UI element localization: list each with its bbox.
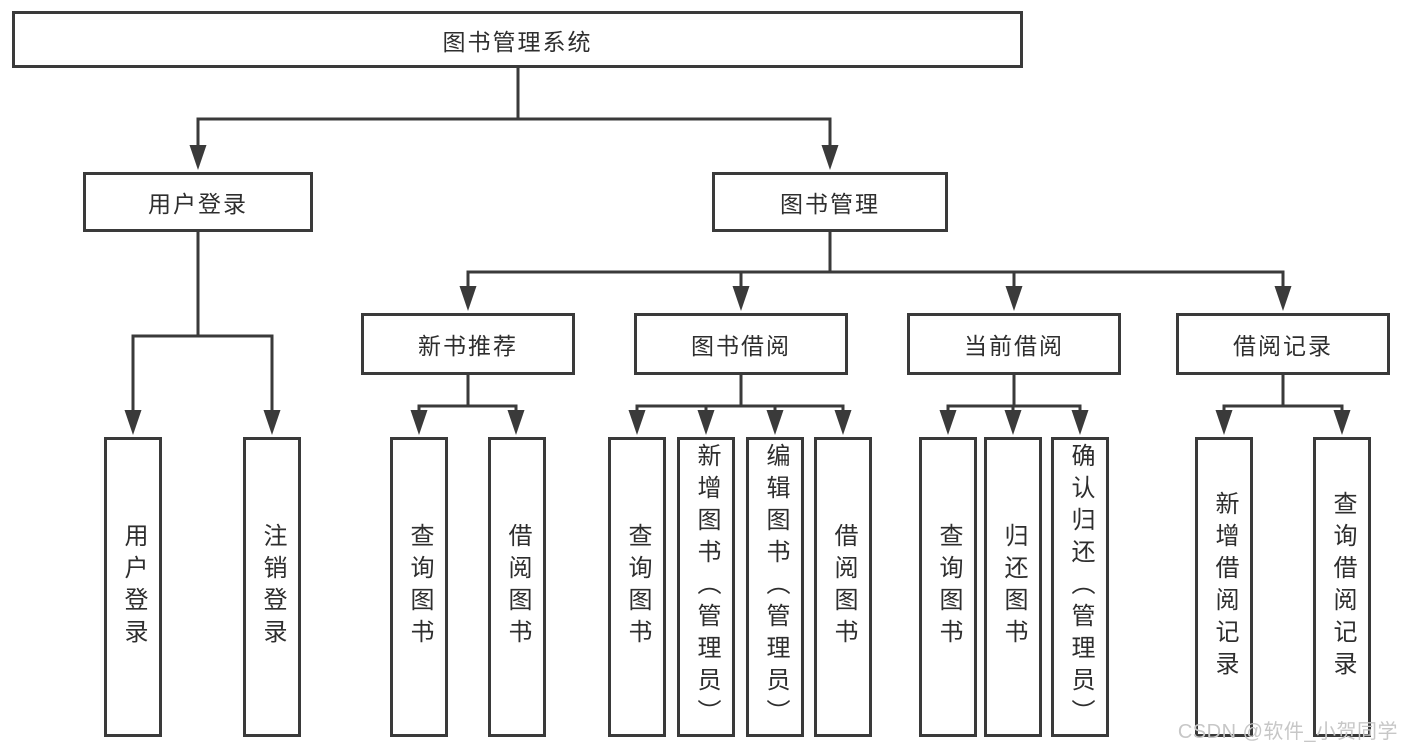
leaf-add-borrow-record-label: 新增借阅记录 (1211, 491, 1238, 683)
node-book-management: 图书管理 (712, 172, 948, 232)
leaf-query-books-current-label: 查询图书 (935, 523, 962, 651)
leaf-return-books-label: 归还图书 (1000, 523, 1027, 651)
leaf-borrow-books-label: 借阅图书 (830, 523, 857, 651)
connector-new-book-split (410, 375, 525, 435)
leaf-query-borrow-record: 查询借阅记录 (1313, 437, 1371, 737)
leaf-borrow-books-recommend-label: 借阅图书 (504, 523, 531, 651)
leaf-borrow-books-recommend: 借阅图书 (488, 437, 546, 737)
node-user-login: 用户登录 (83, 172, 313, 232)
node-new-book-recommend-label: 新书推荐 (418, 333, 518, 359)
leaf-query-books-borrow-label: 查询图书 (624, 523, 651, 651)
leaf-borrow-books: 借阅图书 (814, 437, 872, 737)
leaf-confirm-return-admin: 确认归还（管理员） (1051, 437, 1109, 737)
leaf-confirm-return-admin-label: 确认归还（管理员） (1067, 443, 1094, 731)
leaf-edit-books-admin-label: 编辑图书（管理员） (762, 443, 789, 731)
connector-borrow-record-split (1215, 375, 1351, 435)
connector-root-split (189, 68, 839, 170)
node-book-management-label: 图书管理 (780, 191, 880, 217)
connector-user-login-split (124, 232, 281, 435)
leaf-edit-books-admin: 编辑图书（管理员） (746, 437, 804, 737)
leaf-add-books-admin: 新增图书（管理员） (677, 437, 735, 737)
node-user-login-label: 用户登录 (148, 191, 248, 217)
leaf-query-books-recommend-label: 查询图书 (406, 523, 433, 651)
connector-book-management-split (459, 232, 1292, 311)
node-borrow-record-label: 借阅记录 (1233, 333, 1333, 359)
node-book-borrow: 图书借阅 (634, 313, 848, 375)
node-root: 图书管理系统 (12, 11, 1023, 68)
leaf-logout: 注销登录 (243, 437, 301, 737)
watermark-text: CSDN @软件_小贺同学 (1177, 721, 1398, 743)
node-book-borrow-label: 图书借阅 (691, 333, 791, 359)
node-root-label: 图书管理系统 (442, 28, 593, 55)
leaf-query-books-current: 查询图书 (919, 437, 977, 737)
node-new-book-recommend: 新书推荐 (361, 313, 575, 375)
leaf-user-login-label: 用户登录 (120, 523, 147, 651)
node-current-borrow-label: 当前借阅 (964, 333, 1064, 359)
node-borrow-record: 借阅记录 (1176, 313, 1390, 375)
connector-current-borrow-split (939, 375, 1089, 435)
leaf-add-borrow-record: 新增借阅记录 (1195, 437, 1253, 737)
leaf-add-books-admin-label: 新增图书（管理员） (693, 443, 720, 731)
leaf-query-borrow-record-label: 查询借阅记录 (1329, 491, 1356, 683)
leaf-return-books: 归还图书 (984, 437, 1042, 737)
connector-book-borrow-split (628, 375, 852, 435)
leaf-user-login: 用户登录 (104, 437, 162, 737)
leaf-query-books-recommend: 查询图书 (390, 437, 448, 737)
node-current-borrow: 当前借阅 (907, 313, 1121, 375)
leaf-query-books-borrow: 查询图书 (608, 437, 666, 737)
leaf-logout-label: 注销登录 (259, 523, 286, 651)
